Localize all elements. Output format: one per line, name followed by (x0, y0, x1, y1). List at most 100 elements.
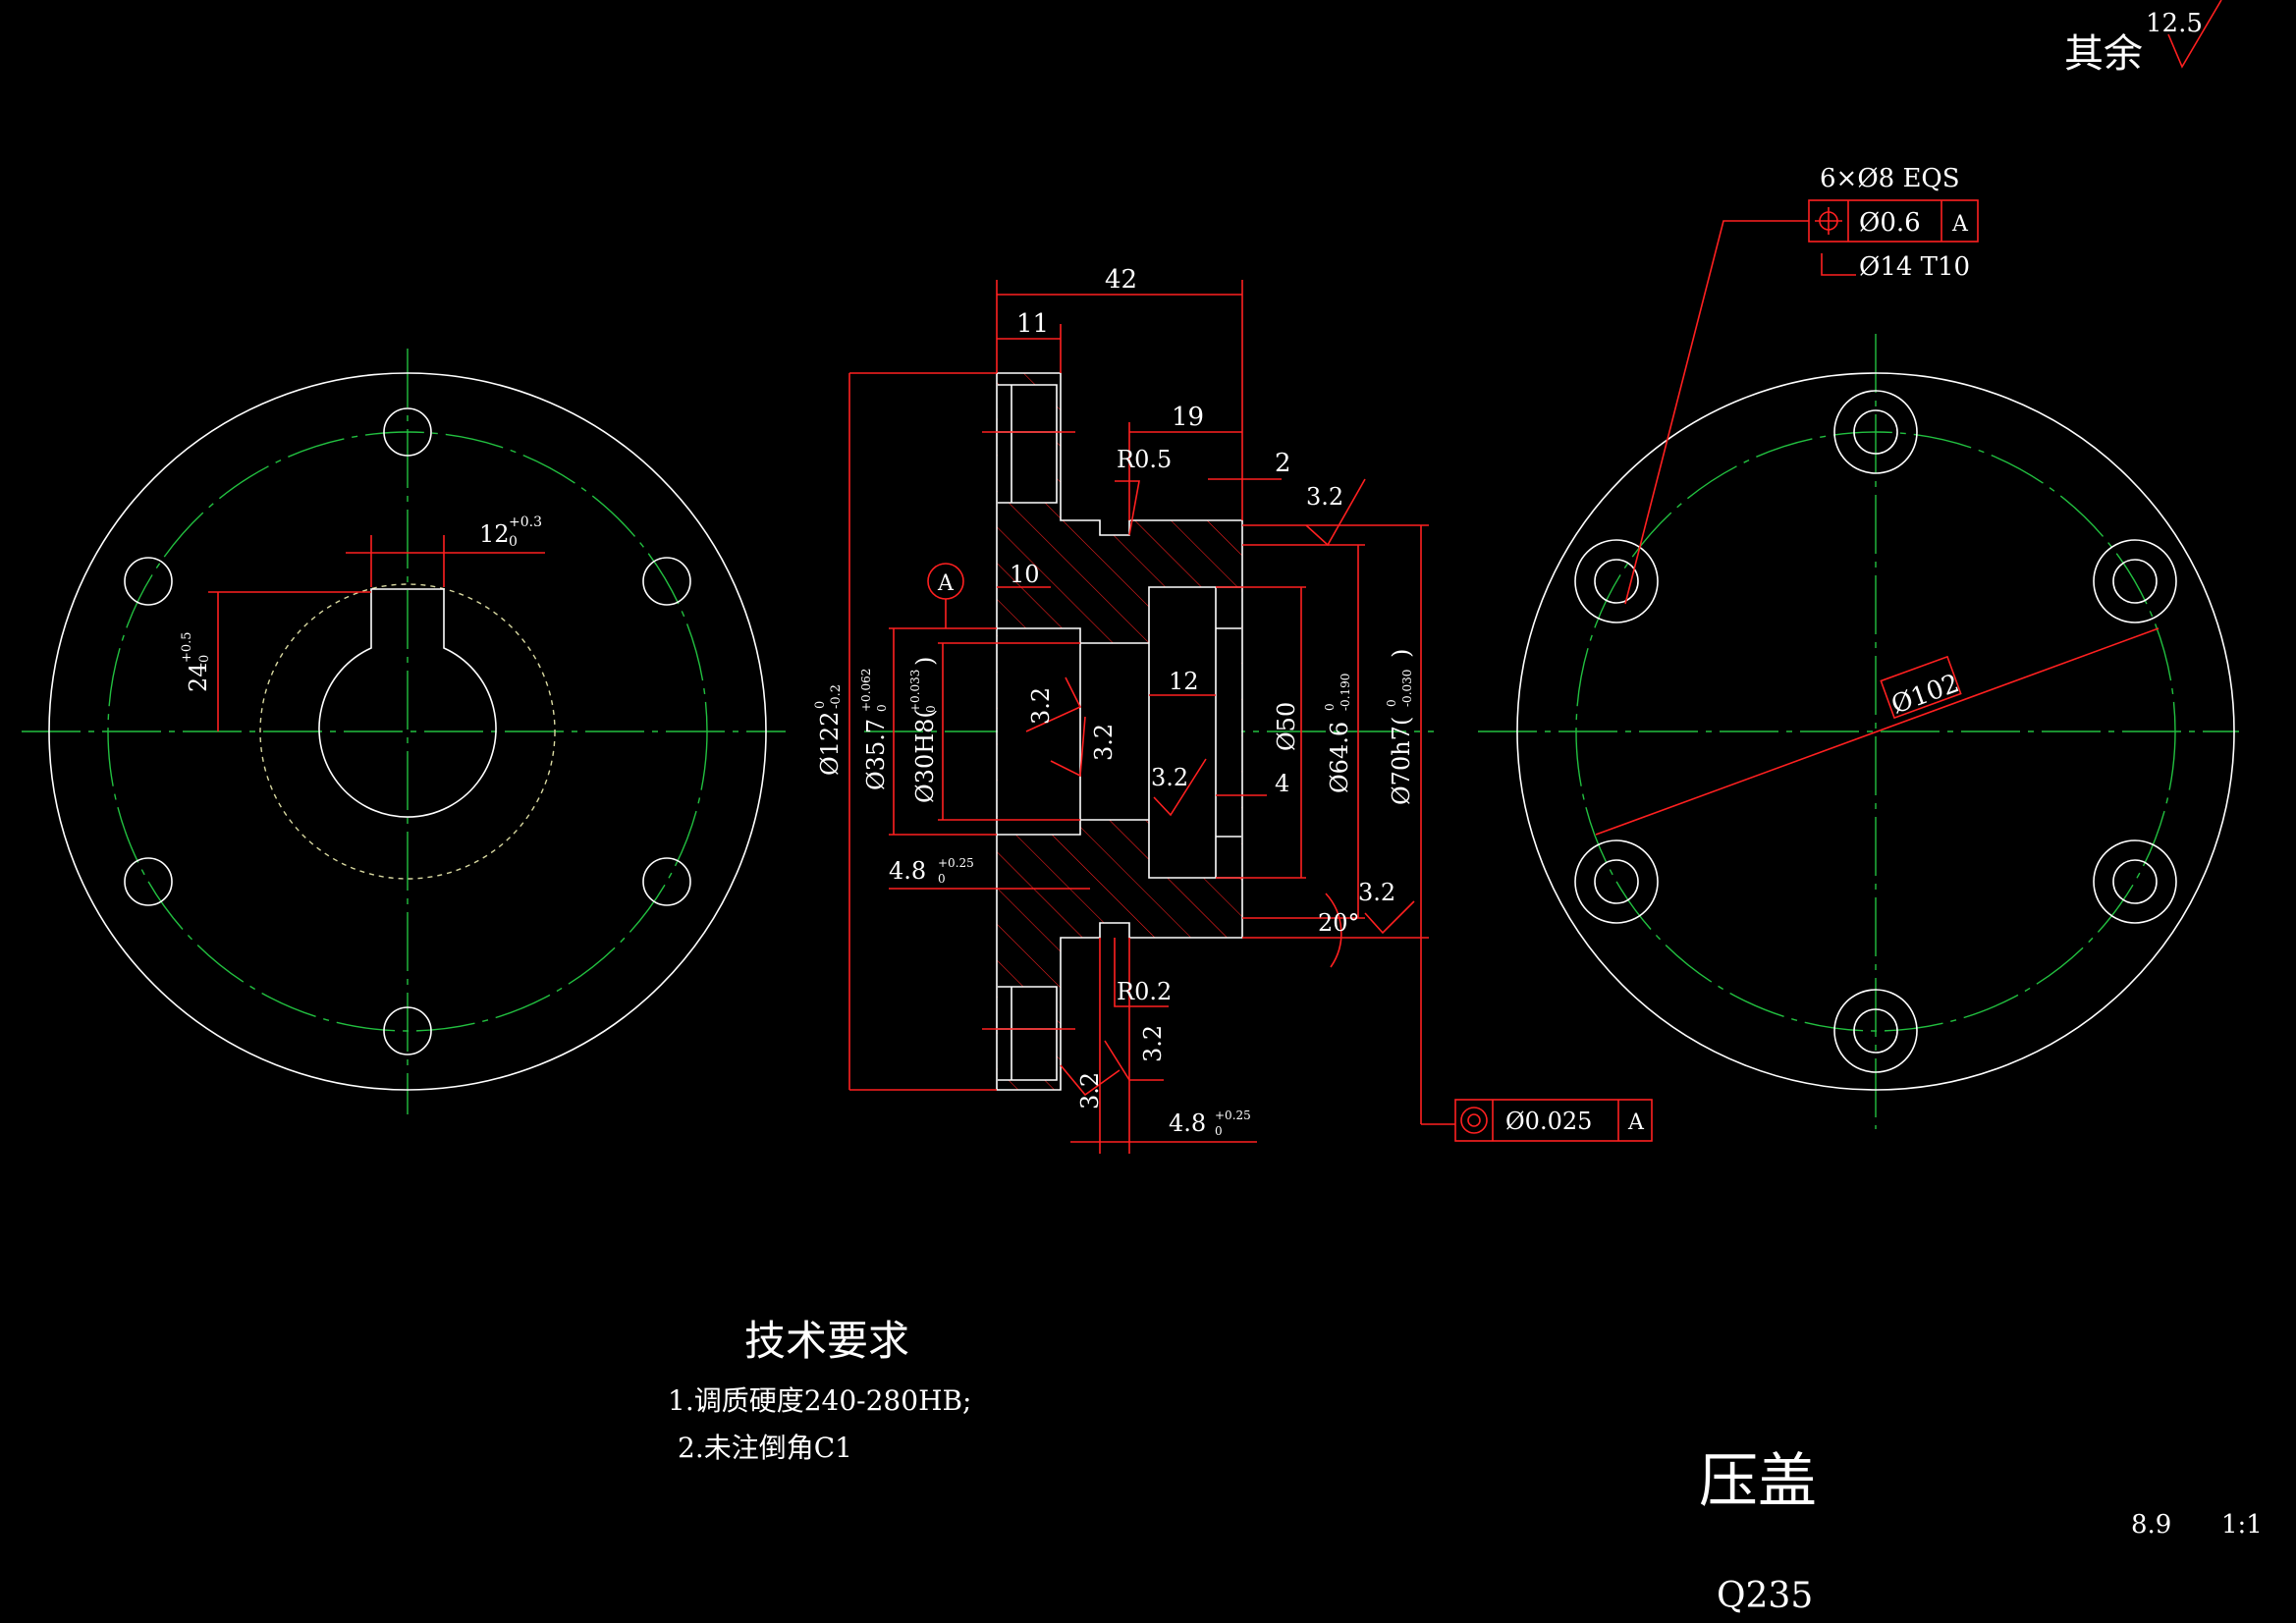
bolt-circle-text: Ø102 (1887, 669, 1963, 720)
d357-upper: +0.062 (859, 669, 873, 712)
keyway-depth-text: 24 (185, 662, 212, 692)
bolt-circle-dim (1595, 627, 2159, 836)
angle-arc (1325, 893, 1342, 968)
section-view: 42 11 19 2 R0.5 A 10 12 4 Ø122 0 -0.2 (813, 265, 1653, 1154)
tech-requirements: 技术要求 1.调质硬度240-280HB; 2.未注倒角C1 (668, 1321, 972, 1466)
dim-10-text: 10 (1010, 561, 1040, 588)
d30-upper: +0.033 (908, 670, 922, 713)
d70-upper: 0 (1385, 699, 1398, 707)
d357-lower: 0 (875, 704, 889, 712)
dim-4-text: 4 (1275, 770, 1289, 797)
roughness-4: 3.2 (1151, 758, 1207, 817)
d122-label: Ø122 0 -0.2 (813, 684, 844, 776)
right-hole-1-cbore (1833, 390, 1918, 474)
roughness-5-text: 3.2 (1358, 879, 1395, 906)
keyway-width-lower: 0 (509, 534, 518, 550)
roughness-5: 3.2 (1358, 879, 1415, 935)
top-hole-cavity (998, 385, 1057, 503)
keyway-depth-lower: 0 (197, 655, 212, 663)
d70-label: Ø70h7( 0 -0.030 ) (1385, 649, 1415, 805)
right-view-bolt-circle (1575, 431, 2176, 1032)
bore-outline (997, 627, 1081, 836)
roughness-4-text: 3.2 (1151, 764, 1188, 791)
left-view-hole-5 (124, 857, 173, 906)
right-hole-3 (2112, 859, 2158, 904)
concentricity-datum: A (1627, 1110, 1645, 1135)
roughness-4-symbol (1153, 758, 1207, 817)
d122-text: Ø122 (816, 712, 844, 776)
groove2-text: 4.8 (1169, 1109, 1206, 1137)
groove2-upper: +0.25 (1215, 1109, 1251, 1122)
datum-a-text: A (937, 571, 955, 596)
roughness-2: 3.2 (1025, 676, 1082, 732)
left-view-bolt-circle (107, 431, 708, 1032)
dim-42-text: 42 (1105, 265, 1137, 295)
r02-leader (1114, 938, 1169, 1007)
roughness-other-symbol (2167, 0, 2222, 69)
right-view-holes (1574, 390, 2177, 1073)
roughness-7-text: 3.2 (1076, 1072, 1104, 1109)
roughness-other-label: 其余 (2064, 31, 2143, 77)
concentricity-frame: Ø0.025 A (1454, 1099, 1653, 1142)
left-view-outer-circle (48, 372, 767, 1091)
right-view: Ø102 6×Ø8 EQS Ø0.6 A Ø14 T10 (1478, 164, 2239, 1129)
roughness-3-text: 3.2 (1090, 724, 1118, 761)
tech-requirement-item-1: 1.调质硬度240-280HB; (668, 1384, 972, 1417)
roughness-3: 3.2 (1050, 716, 1118, 778)
roughness-6: 3.2 (1104, 1025, 1167, 1081)
d50-text: Ø50 (1273, 702, 1300, 751)
d70-lower: -0.030 (1400, 670, 1414, 707)
right-hole-6 (1594, 559, 1639, 604)
r05-text: R0.5 (1117, 446, 1172, 473)
concentricity-outer-icon (1460, 1107, 1488, 1134)
dim-19-text: 19 (1172, 403, 1204, 432)
d357-label: Ø35.7 +0.062 0 (859, 669, 890, 790)
left-view: 12 +0.3 0 24 +0.5 0 (22, 349, 786, 1114)
roughness-2-text: 3.2 (1027, 687, 1055, 725)
keyway-width-upper: +0.3 (509, 514, 542, 530)
d30-text: Ø30H8( (911, 709, 939, 803)
left-view-hole-3 (642, 857, 691, 906)
scale-value: 1:1 (2221, 1510, 2263, 1540)
right-hole-4-cbore (1833, 989, 1918, 1073)
holes-leader (1624, 220, 1809, 605)
weight-value: 8.9 (2131, 1510, 2172, 1540)
roughness-1: 3.2 (1305, 478, 1366, 547)
position-tol: Ø0.6 (1859, 208, 1921, 238)
part-title: 压盖 (1699, 1447, 1817, 1516)
d122-lower: -0.2 (829, 684, 844, 709)
left-view-hidden-circle (259, 583, 556, 880)
right-hole-2 (2112, 559, 2158, 604)
d30-lower: 0 (924, 705, 938, 713)
roughness-5-symbol (1364, 900, 1415, 935)
d646-lower: -0.190 (1339, 674, 1352, 711)
right-hole-6-cbore (1574, 539, 1659, 623)
bore-step-cavity (1080, 643, 1149, 820)
angle-text: 20° (1318, 909, 1360, 937)
left-view-hole-4 (383, 1006, 432, 1055)
counterbore-symbol (1821, 253, 1856, 276)
tech-requirements-heading: 技术要求 (744, 1317, 910, 1365)
right-hole-1 (1853, 409, 1898, 455)
roughness-7: 3.2 (1060, 1064, 1121, 1109)
material-value: Q235 (1717, 1576, 1814, 1616)
d122-upper: 0 (813, 701, 828, 709)
roughness-6-symbol (1104, 1040, 1164, 1081)
tech-requirement-item-2: 2.未注倒角C1 (678, 1432, 852, 1464)
dim-11-text: 11 (1016, 309, 1049, 339)
right-view-outer-circle (1516, 372, 2235, 1091)
holes-note: 6×Ø8 EQS (1820, 164, 1960, 193)
r05-leader (1115, 480, 1140, 536)
bore-cavity (998, 628, 1080, 835)
bore-step (1080, 642, 1149, 821)
groove1-upper: +0.25 (938, 856, 974, 870)
left-view-hole-2 (642, 557, 691, 606)
position-frame: Ø0.6 A (1808, 199, 1979, 243)
roughness-6-text: 3.2 (1139, 1025, 1167, 1062)
concentricity-inner-icon (1467, 1113, 1481, 1127)
left-view-hole-1 (383, 407, 432, 457)
right-hole-5 (1594, 859, 1639, 904)
dim-2-text: 2 (1275, 449, 1291, 478)
d30-label: Ø30H8( +0.033 0 ) (908, 657, 939, 803)
